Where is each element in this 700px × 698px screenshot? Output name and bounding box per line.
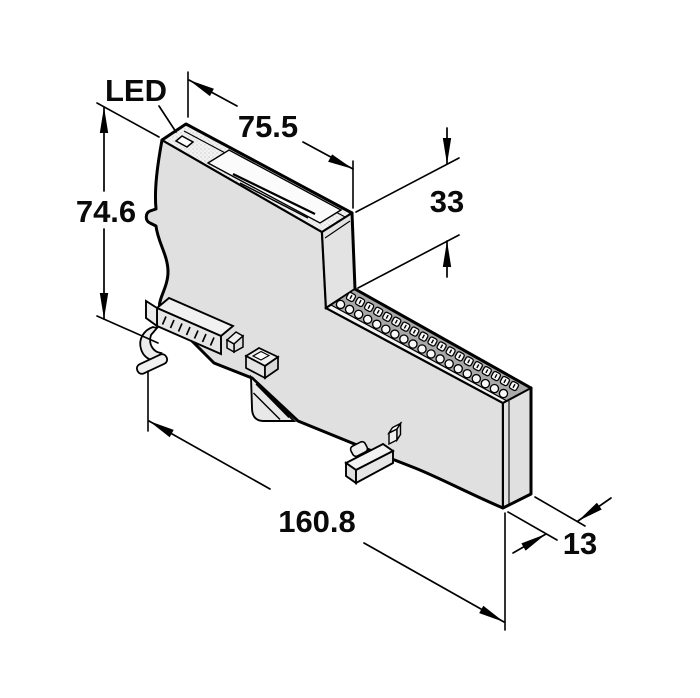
mid-clip [244, 347, 280, 380]
label-slot-slit-1 [232, 173, 316, 215]
arrowhead [99, 293, 109, 319]
module-silhouette [144, 122, 533, 510]
arrowhead [149, 421, 174, 438]
right-end-face [502, 386, 532, 510]
guide-wedge [249, 374, 297, 422]
dim-depth-label: 13 [563, 526, 597, 561]
module-attachments [135, 296, 403, 485]
dim-left-height: 74.6 [76, 102, 160, 344]
dim-overall-length: 160.8 [147, 370, 506, 631]
module-body [144, 122, 534, 510]
mid-clip-slot [251, 350, 271, 361]
terminal-contacts [335, 291, 520, 399]
arrowhead [578, 502, 602, 521]
guide-wedge-line-1 [255, 383, 290, 418]
arrowhead [189, 80, 214, 97]
dim-depth-ext-back [534, 496, 586, 527]
mid-clip-side [264, 355, 279, 380]
dim-left-height-ext-top [96, 102, 160, 138]
dim-length-line-b [363, 542, 505, 623]
dim-step-ext-bottom [357, 234, 460, 289]
bottom-clip-nub [349, 440, 369, 458]
guide-wedge-body [249, 374, 297, 422]
dim-top-width: 75.5 [187, 71, 354, 209]
led-leader-line [158, 105, 177, 133]
din-clip-marker [387, 421, 403, 446]
dim-step-height-label: 33 [430, 184, 464, 219]
dim-step-height: 33 [355, 127, 464, 289]
bottom-clip [344, 440, 395, 485]
mounting-pin [135, 353, 169, 375]
arrowhead [479, 605, 504, 622]
angle-bracket [225, 331, 245, 354]
label-slot-slit-2 [239, 182, 309, 219]
dim-top-width-label: 75.5 [238, 109, 298, 144]
angle-bracket-leg [226, 338, 235, 354]
bottom-clip-side [355, 449, 394, 485]
arrowhead [442, 138, 452, 164]
step-face-chamfer-line [324, 220, 351, 239]
arrowhead [99, 107, 109, 133]
dim-left-height-label: 74.6 [76, 194, 136, 229]
led-label: LED [105, 73, 167, 108]
release-lever [135, 326, 169, 375]
dim-step-ext-top [355, 157, 460, 213]
arrowhead [521, 534, 546, 551]
dim-depth-ext-front [507, 511, 558, 541]
label-slot [206, 149, 343, 224]
dim-depth: 13 [507, 496, 612, 561]
bus-connector-serrations [161, 316, 215, 346]
arrowhead [328, 154, 353, 169]
dimension-annotations: LED 75.5 74.6 [76, 71, 612, 631]
bus-connector-end [145, 299, 158, 328]
dim-overall-length-label: 160.8 [278, 504, 356, 539]
din-clip-marker-side [396, 421, 402, 443]
dim-left-height-ext-bottom [96, 315, 159, 344]
led-window [174, 135, 195, 148]
bus-connector [145, 296, 235, 356]
guide-wedge-line-2 [253, 392, 281, 420]
arrowhead [442, 241, 452, 267]
